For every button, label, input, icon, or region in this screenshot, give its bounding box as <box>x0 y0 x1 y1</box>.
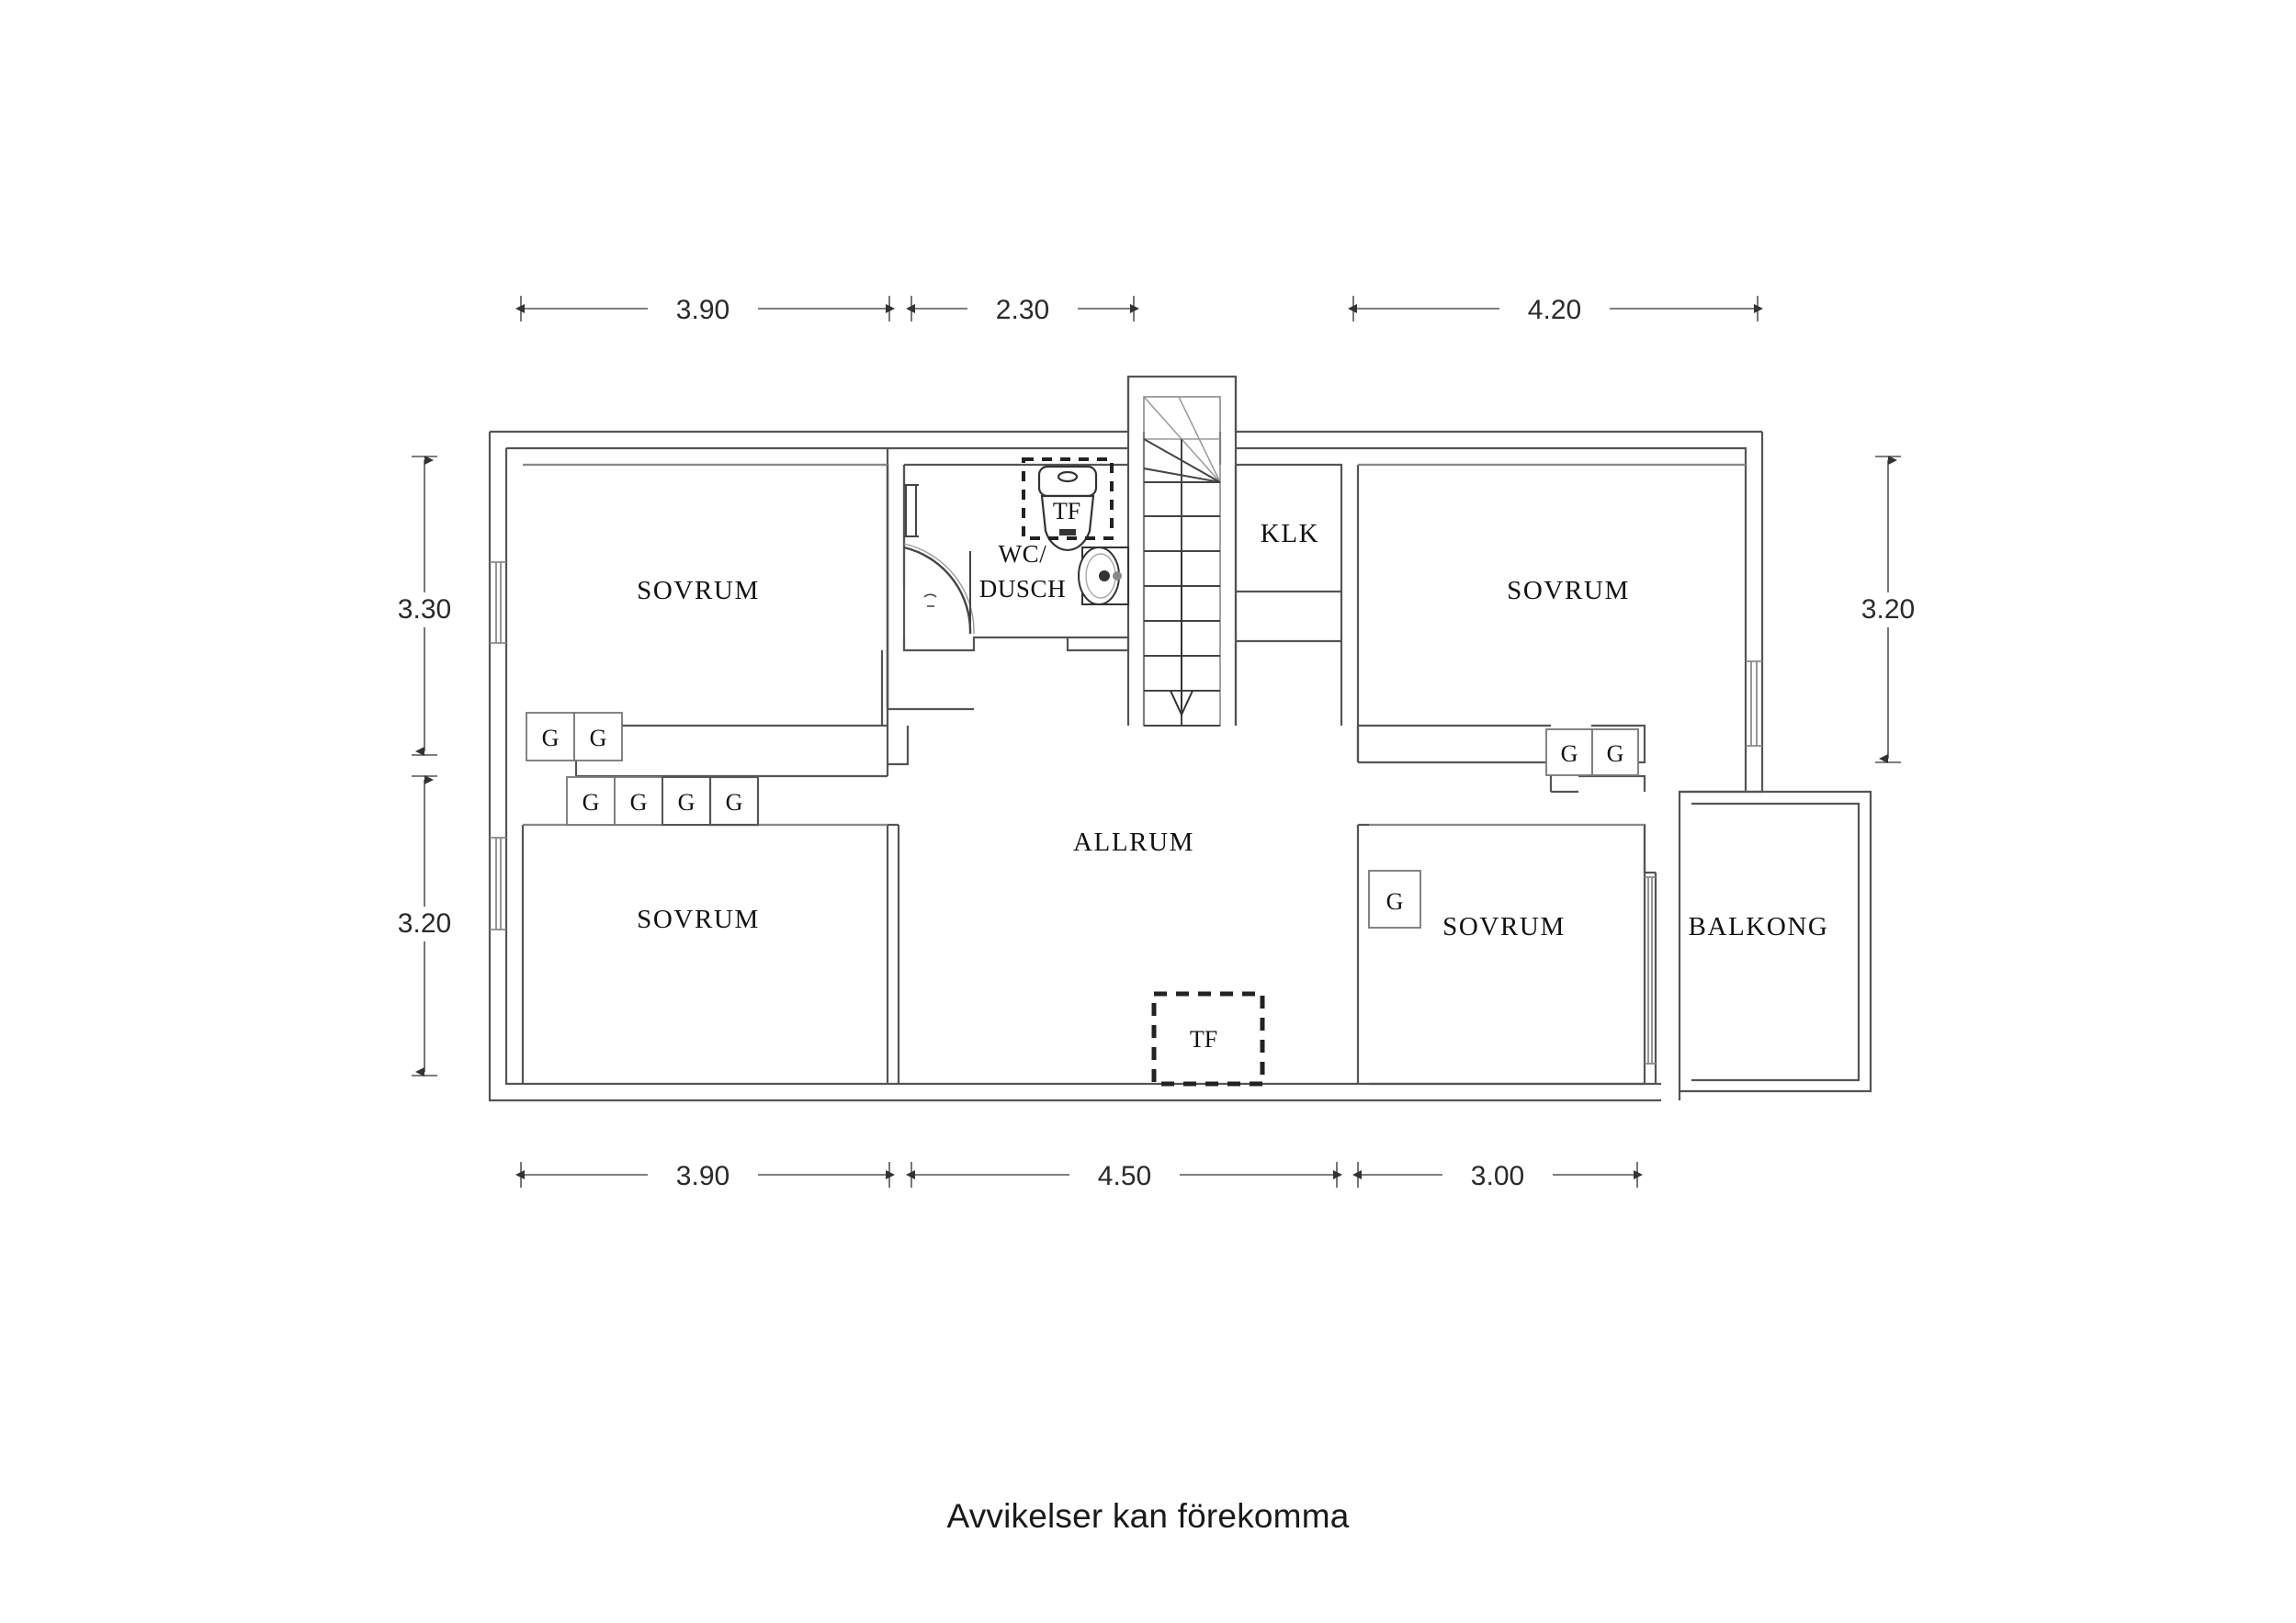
dimension-label-top-2: 2.30 <box>996 295 1049 325</box>
tf-box-allrum <box>1151 991 1265 1087</box>
plan-caption: Avvikelser kan förekomma <box>946 1497 1350 1535</box>
dimension-label-bottom-1: 3.90 <box>676 1161 730 1191</box>
wardrobe-row-upper-left: G G <box>526 712 623 761</box>
room-label-sovrum-top-left: SOVRUM <box>637 576 760 605</box>
room-label-wc-dusch-line1: WC/ <box>999 540 1047 568</box>
wardrobe-label: G <box>1607 740 1624 767</box>
wardrobe-label: G <box>542 725 560 751</box>
room-label-balkong: BALKONG <box>1689 912 1829 941</box>
dimension-label-bottom-3: 3.00 <box>1471 1161 1524 1191</box>
room-label-sovrum-bottom-left: SOVRUM <box>637 905 760 934</box>
floor-drain-icon <box>923 593 937 607</box>
dimension-label-top-1: 3.90 <box>676 295 730 325</box>
dimension-column-left <box>412 456 437 1076</box>
room-label-wc-dusch-line2: DUSCH <box>979 575 1067 603</box>
tf-label-wc: TF <box>1053 498 1080 524</box>
stair-direction-arrow <box>1170 551 1193 717</box>
dimension-label-left-1: 3.30 <box>398 594 451 625</box>
door-swing-wc <box>903 543 975 635</box>
tf-label-allrum: TF <box>1190 1026 1217 1053</box>
shower-rail-icon <box>904 484 919 537</box>
room-label-allrum: ALLRUM <box>1073 828 1194 857</box>
dimension-label-left-2: 3.20 <box>398 908 451 939</box>
wardrobe-label: G <box>630 789 648 816</box>
dimension-label-top-3: 4.20 <box>1528 295 1581 325</box>
wardrobe-label: G <box>582 789 600 816</box>
room-label-sovrum-top-right: SOVRUM <box>1507 576 1630 605</box>
wall-structure <box>488 375 1872 1102</box>
room-label-klk: KLK <box>1261 519 1319 548</box>
tf-box-wc <box>1022 457 1114 540</box>
wardrobe-row-lower-left: G G G G <box>566 775 760 827</box>
wardrobe-label: G <box>1561 740 1578 767</box>
staircase <box>1143 396 1221 727</box>
sink-fixture <box>1078 547 1129 605</box>
wardrobe-label: G <box>726 789 743 816</box>
dimension-label-bottom-2: 4.50 <box>1098 1161 1151 1191</box>
wardrobe-label: G <box>678 789 696 816</box>
room-label-sovrum-bottom-right: SOVRUM <box>1442 912 1566 941</box>
wardrobe-label: G <box>1386 888 1404 915</box>
wardrobe-single-bottom-right: G <box>1368 870 1421 929</box>
wardrobe-label: G <box>590 725 607 751</box>
wardrobe-row-right: G G <box>1545 728 1639 776</box>
dimension-label-right: 3.20 <box>1861 594 1915 625</box>
